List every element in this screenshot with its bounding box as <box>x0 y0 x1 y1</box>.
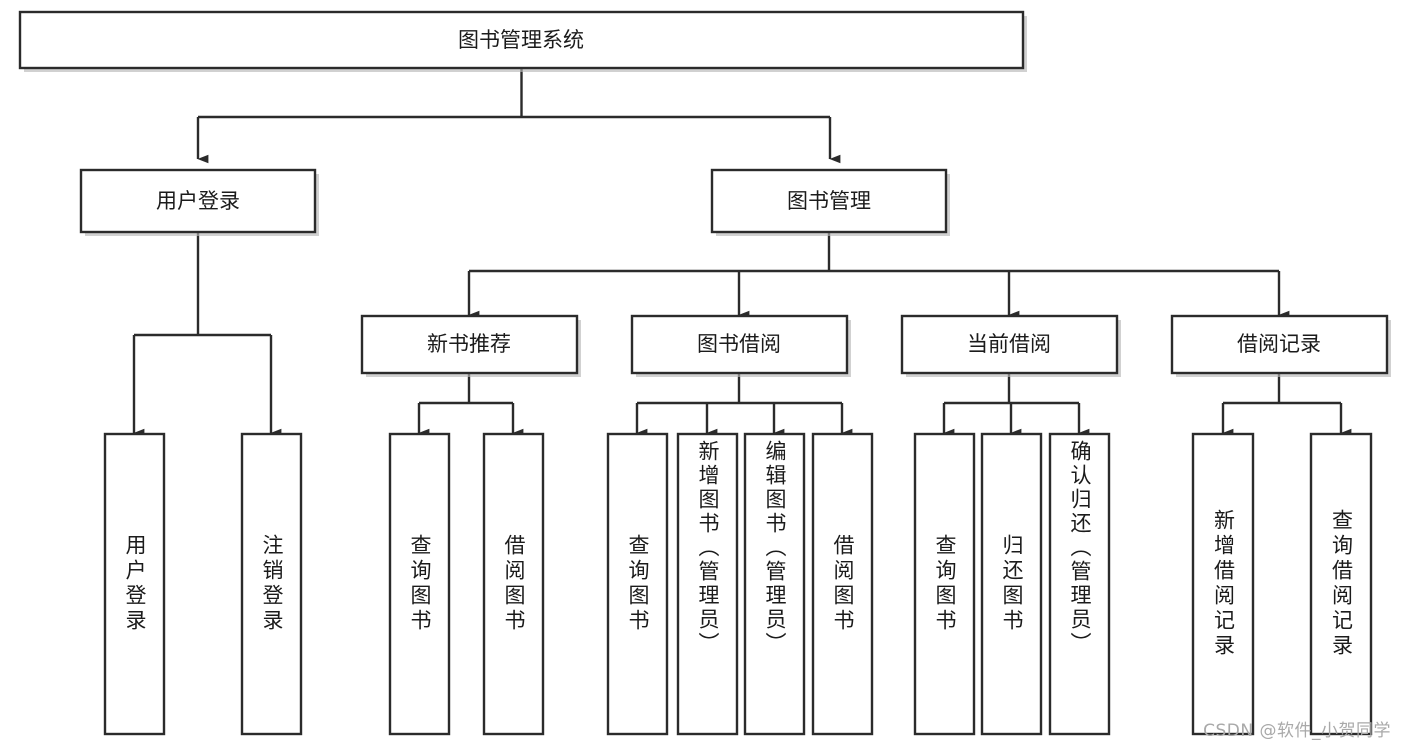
node-book-borrow-box <box>630 314 849 375</box>
node-br-add-record-label: 新增借阅记录 <box>1211 509 1236 659</box>
node-bb-edit-book-label: 编辑图书（管理员） <box>763 440 787 656</box>
node-current-borrow-label: 当前借阅 <box>967 332 1051 356</box>
node-book-manage[interactable]: 图书管理 <box>710 168 950 236</box>
node-new-book-recommend[interactable]: 新书推荐 <box>360 314 581 377</box>
node-bb-query-book-label: 查询图书 <box>626 534 650 634</box>
node-bb-borrow-book[interactable]: 借阅图书 <box>811 432 874 736</box>
node-cb-return-book-label: 归还图书 <box>1000 534 1024 634</box>
csdn-watermark: CSDN @软件_小贺同学 <box>1203 721 1391 741</box>
node-bb-edit-book[interactable]: 编辑图书（管理员） <box>743 432 806 736</box>
node-user-login-leaf[interactable]: 用户登录 <box>103 432 166 736</box>
node-user-login-leaf-box <box>103 432 166 736</box>
node-book-borrow-label: 图书借阅 <box>697 332 781 356</box>
node-cb-confirm-return-label: 确认归还（管理员） <box>1068 440 1092 656</box>
node-user-login[interactable]: 用户登录 <box>79 168 319 236</box>
node-new-book-recommend-box <box>360 314 579 375</box>
node-bb-borrow-book-label: 借阅图书 <box>831 534 855 634</box>
node-user-login-label: 用户登录 <box>156 189 240 213</box>
node-book-borrow[interactable]: 图书借阅 <box>630 314 851 377</box>
node-user-logout-leaf-box <box>240 432 303 736</box>
node-user-logout-leaf-label: 注销登录 <box>260 534 284 634</box>
node-borrow-record-label: 借阅记录 <box>1237 332 1321 356</box>
node-user-login-leaf-label: 用户登录 <box>123 534 147 634</box>
node-book-manage-box <box>710 168 948 234</box>
node-bb-borrow-book-box <box>811 432 874 736</box>
node-bb-query-book[interactable]: 查询图书 <box>606 432 669 736</box>
node-bb-add-book-box <box>676 432 739 736</box>
node-cb-query-book-box <box>913 432 976 736</box>
node-root-box <box>18 10 1025 70</box>
node-nbr-query-book-box <box>388 432 451 736</box>
node-cb-return-book[interactable]: 归还图书 <box>980 432 1043 736</box>
node-bb-query-book-box <box>606 432 669 736</box>
node-root[interactable]: 图书管理系统 <box>18 10 1027 72</box>
node-borrow-record-box <box>1170 314 1389 375</box>
node-nbr-borrow-book-box <box>482 432 545 736</box>
node-br-add-record[interactable]: 新增借阅记录 <box>1191 432 1255 736</box>
node-br-add-record-box <box>1191 432 1255 736</box>
node-borrow-record[interactable]: 借阅记录 <box>1170 314 1391 377</box>
node-cb-query-book[interactable]: 查询图书 <box>913 432 976 736</box>
node-br-query-record[interactable]: 查询借阅记录 <box>1309 432 1373 736</box>
node-root-label: 图书管理系统 <box>458 28 584 52</box>
node-new-book-recommend-label: 新书推荐 <box>427 332 511 356</box>
node-bb-edit-book-box <box>743 432 806 736</box>
node-bb-add-book-label: 新增图书（管理员） <box>696 440 720 656</box>
node-bb-add-book[interactable]: 新增图书（管理员） <box>676 432 739 736</box>
node-cb-query-book-label: 查询图书 <box>933 534 957 634</box>
node-br-query-record-label: 查询借阅记录 <box>1329 509 1354 659</box>
node-cb-confirm-return-box <box>1048 432 1111 736</box>
node-user-login-box <box>79 168 317 234</box>
node-br-query-record-box <box>1309 432 1373 736</box>
node-book-manage-label: 图书管理 <box>787 189 871 213</box>
leaf-layer: 用户登录 注销登录 查询图书 <box>103 432 1373 736</box>
node-nbr-borrow-book[interactable]: 借阅图书 <box>482 432 545 736</box>
node-user-logout-leaf[interactable]: 注销登录 <box>240 432 303 736</box>
node-nbr-query-book-label: 查询图书 <box>408 534 432 634</box>
node-cb-return-book-box <box>980 432 1043 736</box>
node-nbr-borrow-book-label: 借阅图书 <box>502 534 526 634</box>
node-cb-confirm-return[interactable]: 确认归还（管理员） <box>1048 432 1111 736</box>
node-nbr-query-book[interactable]: 查询图书 <box>388 432 451 736</box>
node-current-borrow-box <box>900 314 1119 375</box>
edge-layer <box>132 68 1352 438</box>
node-current-borrow[interactable]: 当前借阅 <box>900 314 1121 377</box>
